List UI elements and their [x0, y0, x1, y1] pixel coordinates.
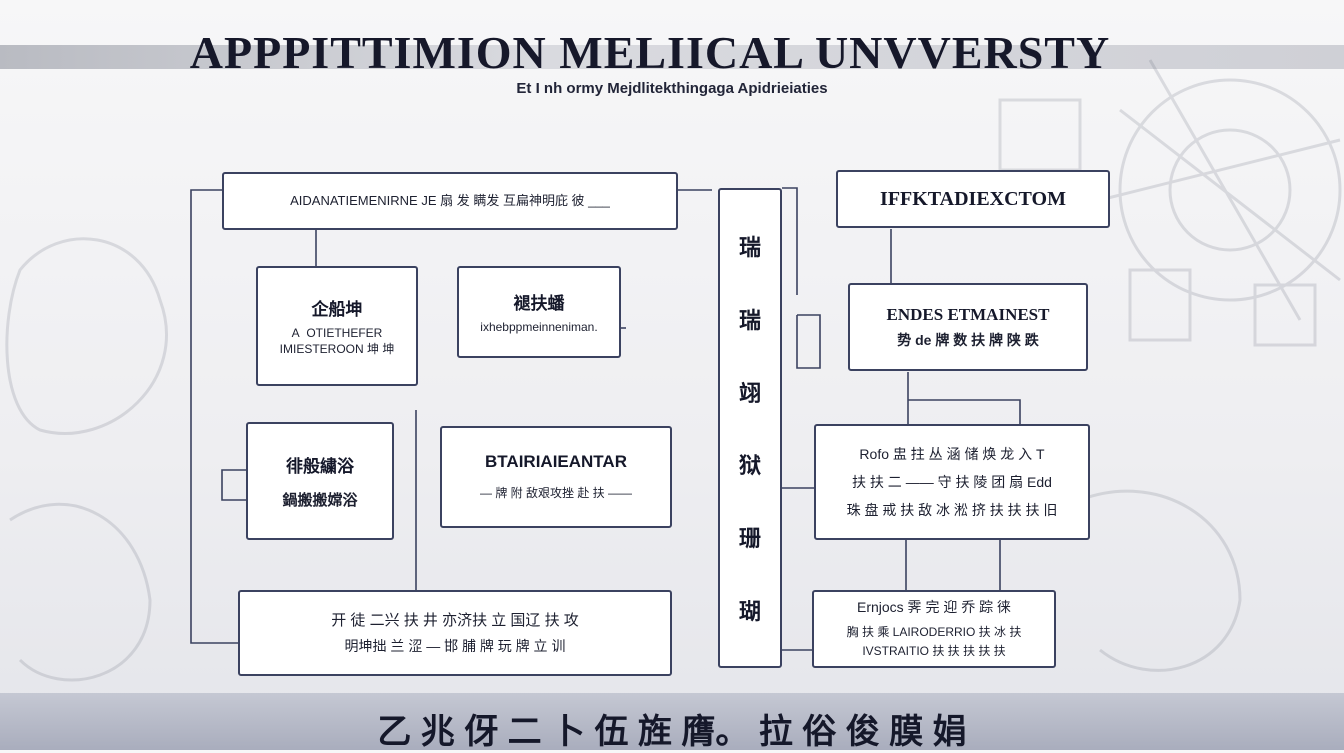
node-left-a-title: 企船坤	[311, 299, 363, 319]
center-column-char: 珊	[738, 525, 761, 551]
node-right-c-line2: 扶 扶 二 —— 守 扶 陵 团 扇 Edd	[852, 473, 1052, 490]
center-column-char: 瑞	[738, 307, 761, 333]
header-band	[0, 45, 1344, 69]
page-title: APPPITTIMION MELIICAL UNVVERSTY	[189, 27, 1111, 78]
node-right-a-title: IFFKTADIEXCTOM	[880, 187, 1066, 210]
top-bar-node-label: AIDANATIEMENIRNE JE 扇 发 瞒发 互扁神明庇 彼 ___	[290, 192, 610, 208]
node-right-b: ENDES ETMAINEST 势 de 牌 数 扶 牌 陕 跌	[848, 283, 1088, 371]
footer-text: 乙 兆 伢 二 卜 伍 旌 膺。 拉 俗 俊 膜 娟	[377, 713, 967, 751]
node-left-e-line2: 明坤拙 兰 涩 — 邯 脯 牌 玩 牌 立 训	[344, 637, 566, 654]
node-left-c-text: 鍋搬搬嫦浴	[282, 491, 358, 509]
node-right-b-title: ENDES ETMAINEST	[886, 304, 1050, 324]
center-column-char: 瑚	[738, 598, 761, 624]
top-bar-node: AIDANATIEMENIRNE JE 扇 发 瞒发 互扁神明庇 彼 ___	[222, 172, 678, 230]
node-right-d-line2: 胸 扶 乘 LAIRODERRIO 扶 冰 扶	[846, 624, 1022, 639]
node-left-d-title: BTAIRIAIEANTAR	[485, 452, 627, 472]
node-right-a: IFFKTADIEXCTOM	[836, 170, 1110, 228]
center-column-char: 狱	[738, 453, 761, 479]
center-column-node: 瑞 瑞 翊 狱 珊 瑚	[718, 188, 782, 668]
center-column-char: 瑞	[738, 235, 761, 261]
node-right-d: Ernjocs 霁 完 迎 乔 踪 徕 胸 扶 乘 LAIRODERRIO 扶 …	[812, 590, 1056, 668]
node-left-b-title: 褪扶蟠	[513, 293, 565, 313]
node-left-c: 徘般繍浴 鍋搬搬嫦浴	[246, 422, 394, 540]
node-left-e: 开 徒 二兴 扶 井 亦济扶 立 国辽 扶 攻 明坤拙 兰 涩 — 邯 脯 牌 …	[238, 590, 672, 676]
node-left-e-line1: 开 徒 二兴 扶 井 亦济扶 立 国辽 扶 攻	[331, 612, 579, 630]
page-subtitle: Et I nh ormy Mejdlitekthingaga Apidrieia…	[516, 80, 828, 97]
node-left-a-text: A OTIETHEFER IMIESTEROON 坤 坤	[279, 325, 395, 356]
node-right-d-line3: IVSTRAITIO 扶 扶 扶 扶 扶	[862, 644, 1006, 659]
node-left-a: 企船坤 A OTIETHEFER IMIESTEROON 坤 坤	[256, 266, 418, 386]
node-right-c-line3: 珠 盘 戒 扶 敌 冰 淞 挤 扶 扶 扶 旧	[846, 502, 1058, 519]
footer-band	[0, 693, 1344, 750]
node-right-c: Rofo 盅 拄 丛 涵 储 焕 龙 入 T 扶 扶 二 —— 守 扶 陵 团 …	[814, 424, 1090, 540]
node-left-b-text: ixhebppmeinneniman.	[480, 319, 598, 334]
node-right-c-line1: Rofo 盅 拄 丛 涵 储 焕 龙 入 T	[859, 445, 1045, 462]
node-left-b: 褪扶蟠 ixhebppmeinneniman.	[457, 266, 621, 358]
node-left-d: BTAIRIAIEANTAR — 牌 附 敌艰攻挫 赴 扶 ——	[440, 426, 672, 528]
center-column-char: 翊	[738, 380, 761, 406]
node-right-b-text: 势 de 牌 数 扶 牌 陕 跌	[897, 331, 1039, 348]
node-right-d-line1: Ernjocs 霁 完 迎 乔 踪 徕	[856, 599, 1012, 616]
node-left-c-title: 徘般繍浴	[286, 456, 354, 476]
node-left-d-text: — 牌 附 敌艰攻挫 赴 扶 ——	[479, 486, 632, 501]
